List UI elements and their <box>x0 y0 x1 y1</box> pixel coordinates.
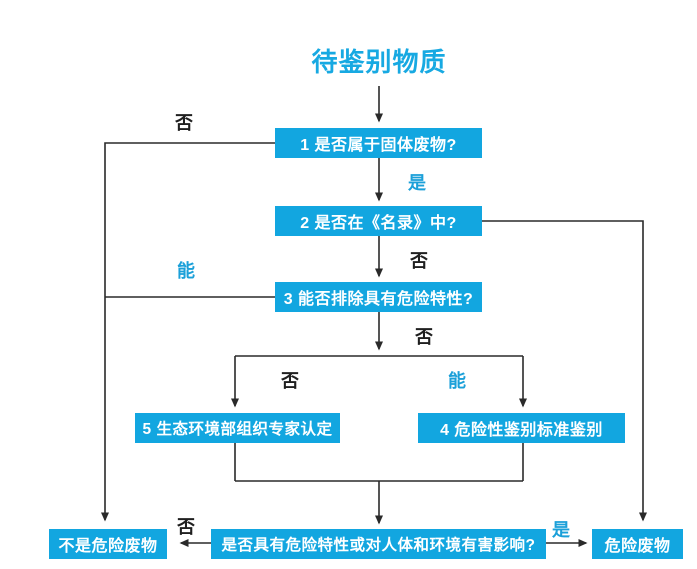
node-standard-identification: 4 危险性鉴别标准鉴别 <box>418 413 625 443</box>
node-hazardous-waste: 危险废物 <box>592 529 683 559</box>
edge-label-no-from-question: 否 <box>177 517 195 537</box>
node-in-catalog: 2 是否在《名录》中? <box>275 206 482 236</box>
edge-label-yes-from-n1: 是 <box>408 173 426 193</box>
page-title: 待鉴别物质 <box>311 47 447 77</box>
edge-label-can-from-n3: 能 <box>177 261 195 281</box>
edge-label-no-from-n1: 否 <box>175 113 193 133</box>
node-harm-question: 是否具有危险特性或对人体和环境有害影响? <box>211 529 546 559</box>
edge-label-no-from-n2: 否 <box>410 251 428 271</box>
edge-label-no-to-n5: 否 <box>281 371 299 391</box>
edge-label-yes-from-question: 是 <box>552 520 570 540</box>
edge-label-no-from-n3: 否 <box>415 327 433 347</box>
edge-label-can-to-n4: 能 <box>448 371 466 391</box>
node-not-hazardous-waste: 不是危险废物 <box>49 529 167 559</box>
node-is-solid-waste: 1 是否属于固体废物? <box>275 128 482 158</box>
node-expert-determination: 5 生态环境部组织专家认定 <box>135 413 340 443</box>
node-exclude-hazard: 3 能否排除具有危险特性? <box>275 282 482 312</box>
